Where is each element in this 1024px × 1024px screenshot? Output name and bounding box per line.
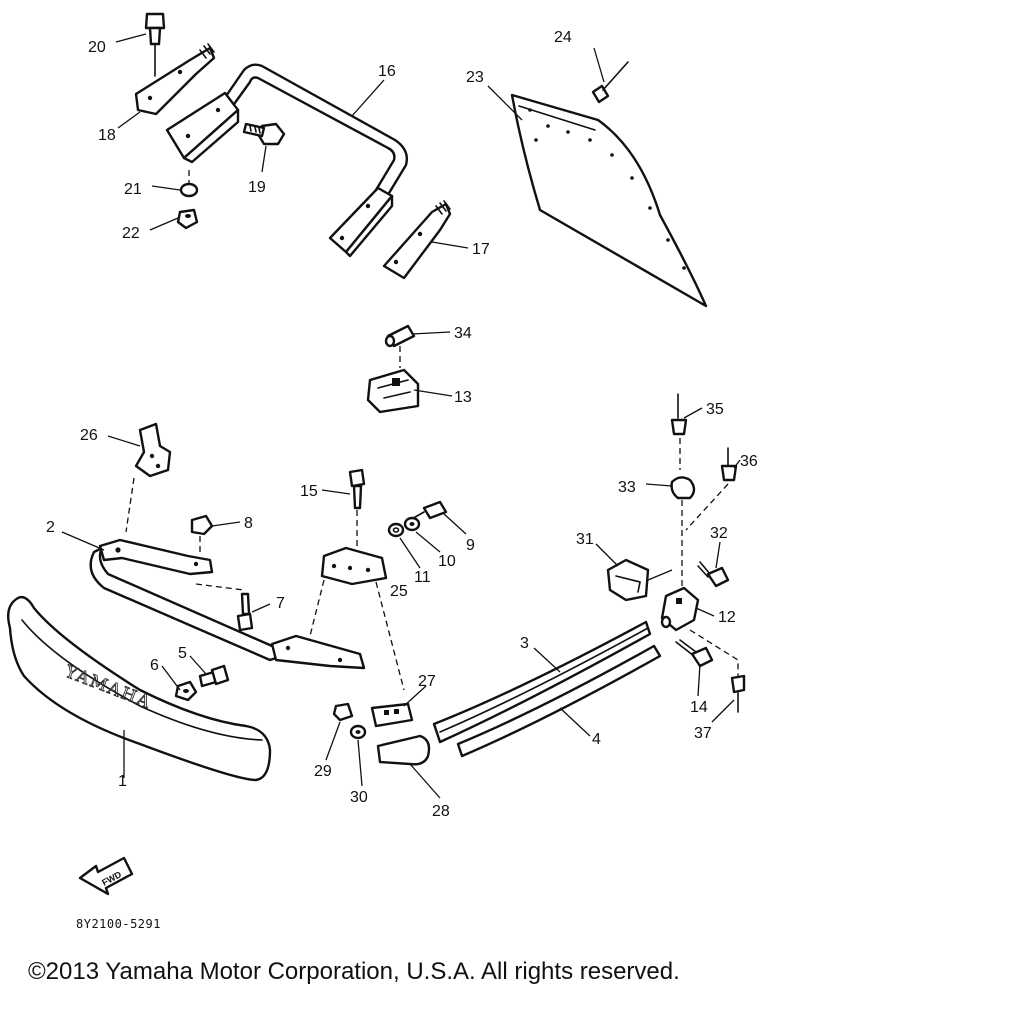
callout-1: 1	[118, 773, 127, 790]
part-21-washer	[179, 170, 199, 198]
callout-4: 4	[592, 731, 601, 748]
part-16-upper-stay	[165, 63, 409, 258]
callout-3: 3	[520, 635, 529, 652]
part-30-washer	[349, 724, 367, 740]
part-24-screw	[591, 61, 629, 104]
callout-27: 27	[418, 673, 436, 690]
callout-18: 18	[98, 127, 116, 144]
part-5-bolt	[198, 664, 230, 688]
callout-25: 25	[390, 583, 408, 600]
part-27-clip	[370, 702, 414, 728]
callout-37: 37	[694, 725, 712, 742]
part-19-bolt	[242, 122, 286, 146]
callout-29: 29	[314, 763, 332, 780]
part-37-rivet	[689, 629, 746, 713]
diagram-code: 8Y2100-5291	[76, 917, 161, 931]
callout-6: 6	[150, 657, 159, 674]
part-10-washer	[403, 516, 421, 532]
leader-lines	[61, 33, 741, 799]
part-33-grommet	[670, 476, 696, 590]
copyright-notice: ©2013 Yamaha Motor Corporation, U.S.A. A…	[28, 958, 680, 985]
callout-35: 35	[706, 401, 724, 418]
part-11-washer	[387, 522, 405, 538]
callout-9: 9	[466, 537, 475, 554]
callout-30: 30	[350, 789, 368, 806]
part-28-end-cap	[376, 734, 431, 766]
callout-20: 20	[88, 39, 106, 56]
callout-15: 15	[300, 483, 318, 500]
fwd-arrow-icon: FWD	[78, 856, 134, 896]
callout-28: 28	[432, 803, 450, 820]
part-13-clip	[366, 368, 420, 414]
callout-10: 10	[438, 553, 456, 570]
callout-32: 32	[710, 525, 728, 542]
part-3-trim-strip	[432, 620, 652, 744]
part-15-bolt	[348, 468, 366, 548]
part-32-bolt	[697, 561, 730, 588]
callout-16: 16	[378, 63, 396, 80]
callout-34: 34	[454, 325, 472, 342]
part-35-rivet	[670, 393, 688, 470]
part-17-bracket	[382, 200, 452, 280]
callout-26: 26	[80, 427, 98, 444]
part-26-bracket	[125, 422, 172, 533]
callout-2: 2	[46, 519, 55, 536]
part-34-grommet	[384, 324, 416, 368]
part-25-bracket	[309, 546, 405, 691]
callout-21: 21	[124, 181, 142, 198]
part-20-bolt	[144, 12, 166, 77]
part-14-bolt	[675, 639, 714, 668]
callout-17: 17	[472, 241, 490, 258]
callout-19: 19	[248, 179, 266, 196]
part-4-rubber-strip	[456, 644, 662, 758]
part-12-bracket	[660, 586, 700, 632]
callout-12: 12	[718, 609, 736, 626]
callout-8: 8	[244, 515, 253, 532]
part-22-nut	[176, 208, 199, 230]
part-29-nut	[332, 702, 354, 722]
part-9-bolt	[409, 500, 448, 521]
part-2-lower-stay	[89, 538, 366, 670]
part-31-cap	[606, 558, 673, 602]
callout-33: 33	[618, 479, 636, 496]
callout-22: 22	[122, 225, 140, 242]
callout-23: 23	[466, 69, 484, 86]
callout-24: 24	[554, 29, 572, 46]
callout-13: 13	[454, 389, 472, 406]
callout-11: 11	[414, 569, 431, 586]
part-6-nut	[174, 680, 198, 702]
part-18-bracket	[134, 43, 216, 116]
part-1-cowl: YAMAHA	[7, 595, 272, 782]
callout-36: 36	[740, 453, 758, 470]
part-8-nut	[190, 514, 214, 556]
callout-7: 7	[276, 595, 285, 612]
part-36-rivet	[685, 447, 738, 531]
part-7-bolt	[195, 583, 254, 632]
callout-14: 14	[690, 699, 708, 716]
callout-31: 31	[576, 531, 594, 548]
part-23-windshield	[510, 93, 708, 308]
callout-5: 5	[178, 645, 187, 662]
callout-numbers: 1 2 3 4 5 6 7 8 9 10 11 12 13 14 15 16 1…	[46, 29, 758, 820]
